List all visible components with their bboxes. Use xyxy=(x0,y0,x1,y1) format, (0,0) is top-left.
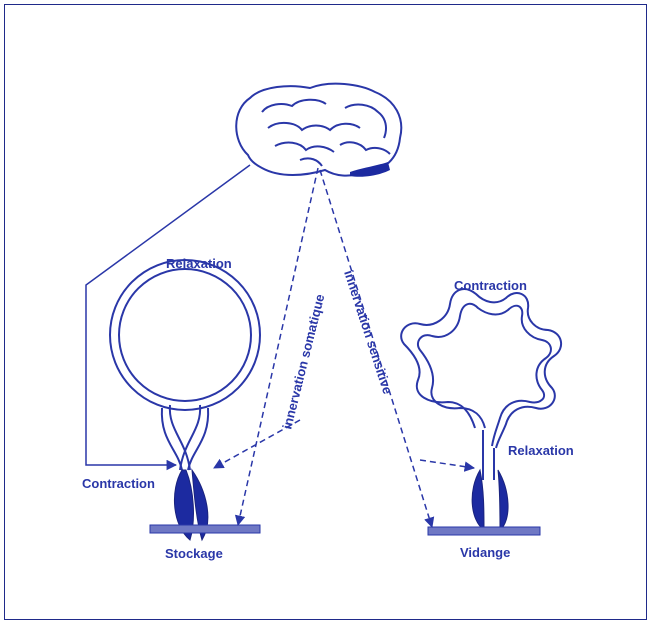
nerve-pathways xyxy=(86,165,474,527)
label-somatic-innervation: innervation somatique xyxy=(279,293,327,431)
right-neck xyxy=(483,430,494,480)
sensory-pathway-arrow-sphincter xyxy=(420,460,474,468)
label-storage: Stockage xyxy=(165,546,223,561)
label-sensory-innervation: innervation sensitive xyxy=(341,268,395,396)
label-contraction-right: Contraction xyxy=(454,278,527,293)
right-floor-bar xyxy=(428,527,540,535)
left-bladder-illustration xyxy=(110,260,260,470)
left-floor-bar xyxy=(150,525,260,533)
label-relaxation-left: Relaxation xyxy=(166,256,232,271)
right-bladder-inner xyxy=(418,304,551,446)
label-relaxation-right: Relaxation xyxy=(508,443,574,458)
right-sphincter xyxy=(472,470,508,530)
label-contraction-left: Contraction xyxy=(82,476,155,491)
brain-illustration xyxy=(236,84,401,176)
brainstem-shape xyxy=(350,162,390,177)
label-voiding: Vidange xyxy=(460,545,510,560)
motor-pathway-left xyxy=(86,165,250,465)
